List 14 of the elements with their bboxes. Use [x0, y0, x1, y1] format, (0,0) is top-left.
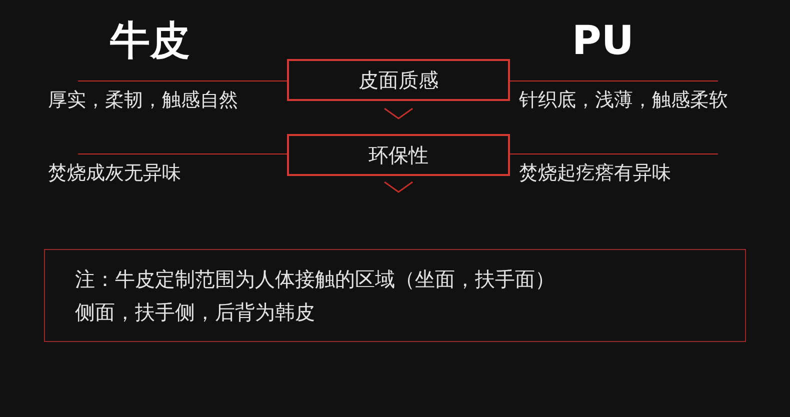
column-heading: PU — [572, 18, 634, 64]
note-text: 注：牛皮定制范围为人体接触的区域（坐面，扶手面）侧面，扶手侧，后背为韩皮 — [75, 266, 556, 326]
cell-text: 厚实，柔韧，触感自然 — [48, 88, 238, 113]
note-box — [44, 249, 746, 342]
cell-text: 焚烧成灰无异味 — [48, 161, 181, 186]
category-box — [287, 134, 510, 176]
chevron-arrow — [384, 108, 413, 120]
column-heading: 牛皮 — [110, 18, 190, 64]
category-label: 皮面质感 — [358, 66, 438, 94]
cell-text: 焚烧起疙瘩有异味 — [519, 161, 671, 186]
chevron-arrow — [384, 181, 413, 193]
cell-text: 针织底，浅薄，触感柔软 — [519, 88, 728, 113]
category-box — [287, 59, 510, 101]
category-label: 环保性 — [368, 142, 428, 168]
